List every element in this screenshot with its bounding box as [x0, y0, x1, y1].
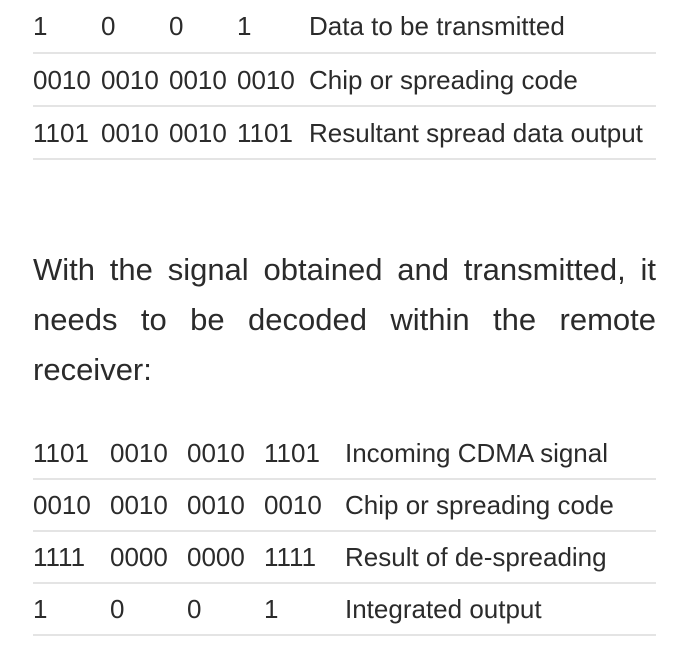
bit-cell: 1101	[33, 106, 101, 160]
bit-cell: 1	[264, 583, 341, 636]
spreading-table: 1 0 0 1 Data to be transmitted 0010 0010…	[33, 0, 656, 160]
row-label: Result of de-spreading	[341, 531, 656, 584]
table-row: 1101 0010 0010 1101 Incoming CDMA signal	[33, 427, 656, 480]
bit-cell: 0	[101, 0, 169, 54]
row-label: Integrated output	[341, 583, 656, 636]
bit-cell: 0010	[101, 53, 169, 107]
bit-cell: 0	[169, 0, 237, 54]
bit-cell: 0	[110, 583, 187, 636]
bit-cell: 1	[33, 583, 110, 636]
row-label: Chip or spreading code	[305, 53, 656, 107]
bit-cell: 1101	[264, 427, 341, 480]
bit-cell: 0010	[237, 53, 305, 107]
row-label: Incoming CDMA signal	[341, 427, 656, 480]
bit-cell: 0010	[169, 106, 237, 160]
table-row: 1 0 0 1 Integrated output	[33, 583, 656, 636]
bit-cell: 0010	[187, 479, 264, 532]
bit-cell: 0	[187, 583, 264, 636]
bit-cell: 1	[33, 0, 101, 54]
spacer	[33, 395, 656, 427]
table-row: 1 0 0 1 Data to be transmitted	[33, 0, 656, 54]
bit-cell: 0010	[110, 479, 187, 532]
bit-cell: 0000	[110, 531, 187, 584]
bit-cell: 1101	[33, 427, 110, 480]
bit-cell: 0010	[33, 479, 110, 532]
row-label: Data to be transmitted	[305, 0, 656, 54]
bit-cell: 0010	[33, 53, 101, 107]
bit-cell: 0010	[169, 53, 237, 107]
table-row: 0010 0010 0010 0010 Chip or spreading co…	[33, 53, 656, 107]
bit-cell: 0010	[101, 106, 169, 160]
bit-cell: 1111	[264, 531, 341, 584]
bit-cell: 1101	[237, 106, 305, 160]
bit-cell: 0010	[187, 427, 264, 480]
bit-cell: 1111	[33, 531, 110, 584]
bit-cell: 0010	[110, 427, 187, 480]
bit-cell: 1	[237, 0, 305, 54]
bit-cell: 0000	[187, 531, 264, 584]
body-paragraph: With the signal obtained and transmitted…	[33, 252, 656, 387]
table-row: 0010 0010 0010 0010 Chip or spreading co…	[33, 479, 656, 532]
row-label: Chip or spreading code	[341, 479, 656, 532]
row-label: Resultant spread data output	[305, 106, 656, 160]
table-row: 1101 0010 0010 1101 Resultant spread dat…	[33, 106, 656, 160]
despreading-table: 1101 0010 0010 1101 Incoming CDMA signal…	[33, 427, 656, 636]
table-row: 1111 0000 0000 1111 Result of de-spreadi…	[33, 531, 656, 584]
bit-cell: 0010	[264, 479, 341, 532]
